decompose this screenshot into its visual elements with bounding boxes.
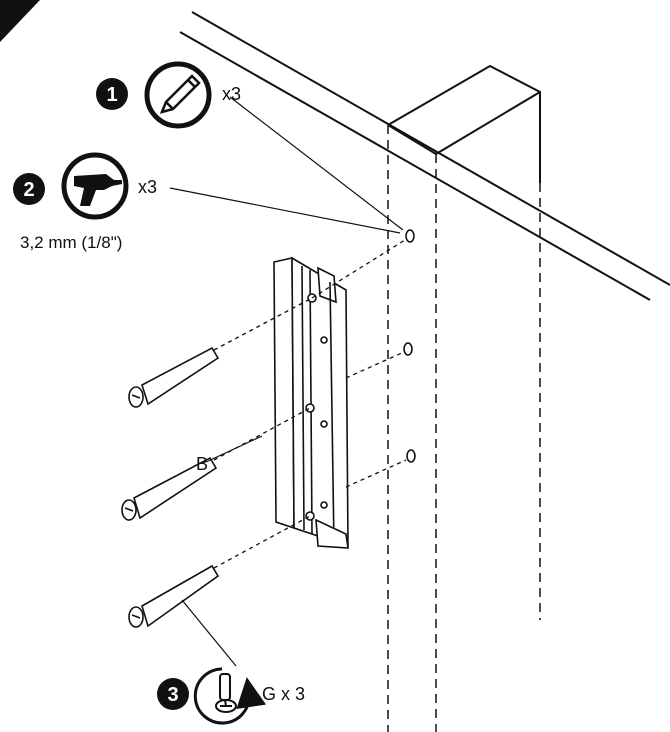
drill-bit-size: 3,2 mm (1/8") — [20, 233, 122, 252]
part-label: B — [196, 454, 208, 474]
corner-marker — [0, 0, 40, 42]
step-3-number: 3 — [167, 684, 178, 706]
step-1: 1 x3 — [96, 61, 241, 129]
mounting-bracket — [273, 256, 349, 549]
step-3-badge — [157, 678, 189, 710]
step-1-badge — [96, 78, 128, 110]
screw-bottom — [128, 564, 220, 628]
step-2: 2 x3 3,2 mm (1/8") — [13, 152, 157, 252]
leader-lines — [169, 96, 404, 667]
screwdriver-rotate-icon — [193, 667, 267, 725]
table-frame — [179, 11, 670, 732]
step-2-badge — [13, 173, 45, 205]
step-3-quantity: G x 3 — [262, 684, 305, 704]
step-1-number: 1 — [106, 84, 117, 106]
pilot-holes — [403, 229, 416, 463]
screw-middle — [121, 456, 218, 521]
step-1-quantity: x3 — [222, 84, 241, 104]
screw-top — [128, 346, 220, 408]
step-2-quantity: x3 — [138, 177, 157, 197]
step-3: 3 G x 3 — [157, 667, 305, 725]
pencil-icon — [144, 61, 212, 129]
step-2-number: 2 — [23, 179, 34, 201]
